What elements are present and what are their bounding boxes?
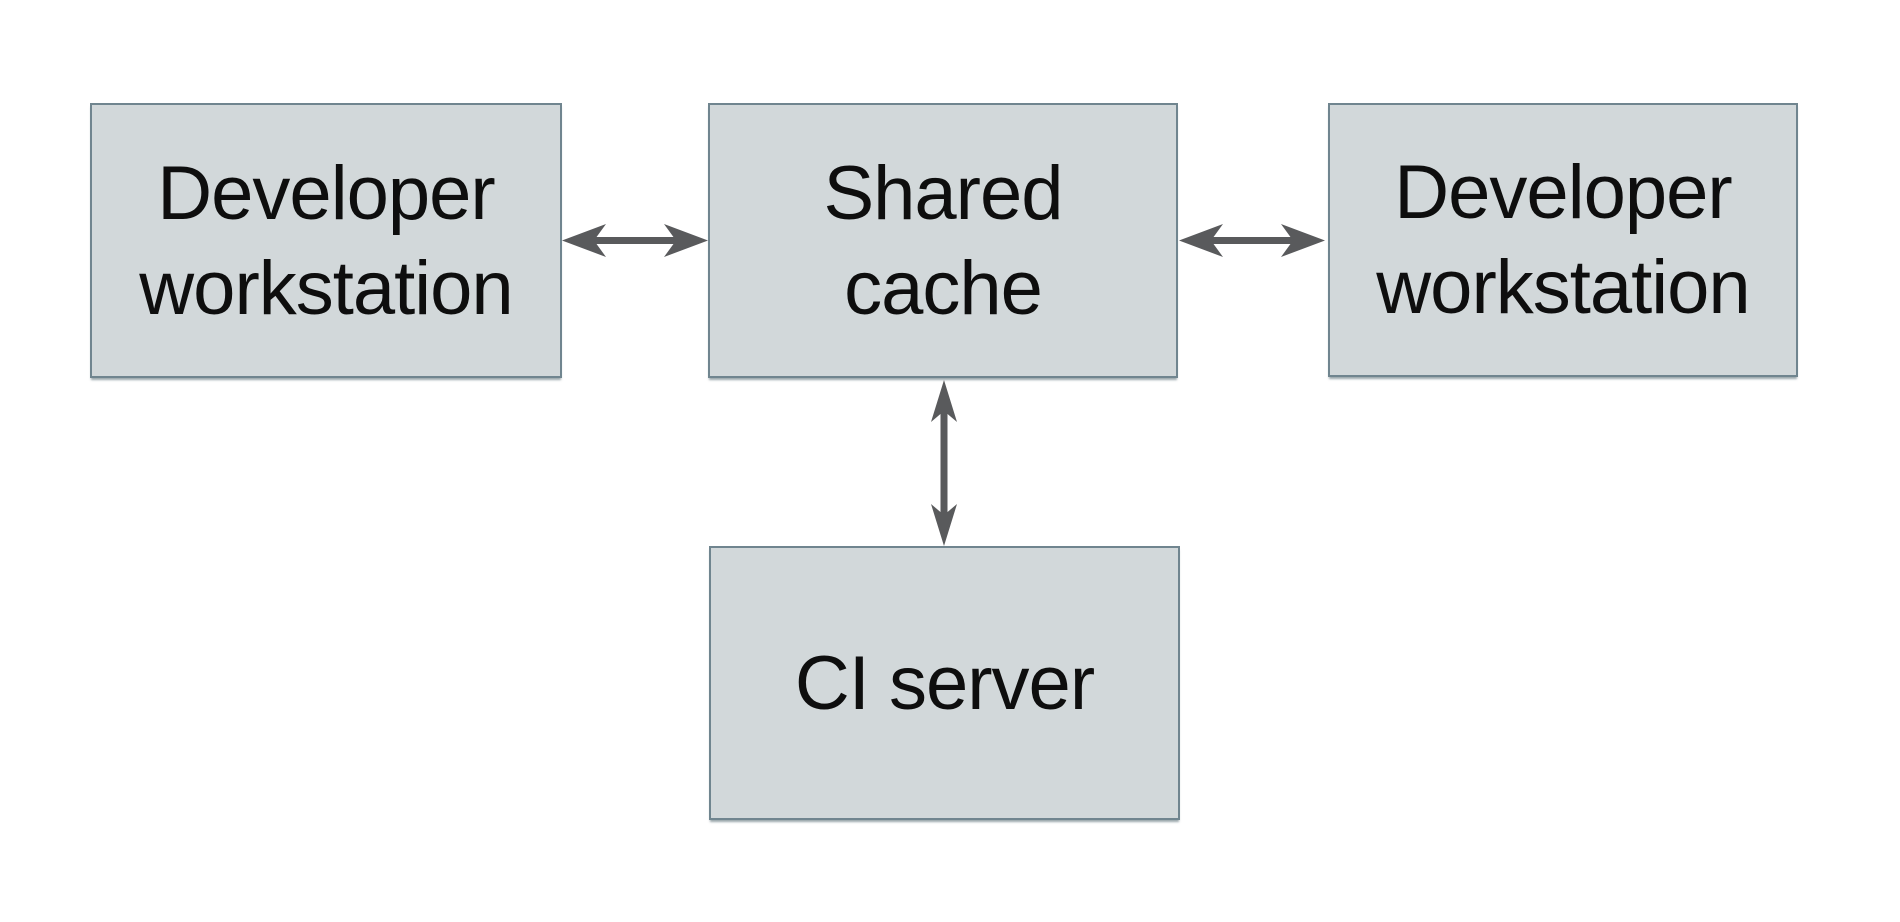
node-developer-workstation-right: Developer workstation xyxy=(1328,103,1798,377)
node-label: Developer workstation xyxy=(139,150,513,331)
node-label: CI server xyxy=(794,640,1095,726)
node-shared-cache: Shared cache xyxy=(708,103,1178,378)
bidirectional-arrow-cache-ci xyxy=(931,380,957,546)
bidirectional-arrow-left-cache xyxy=(562,224,708,257)
node-ci-server: CI server xyxy=(709,546,1180,820)
node-developer-workstation-left: Developer workstation xyxy=(90,103,562,378)
node-label: Developer workstation xyxy=(1376,150,1750,330)
bidirectional-arrow-cache-right xyxy=(1179,224,1325,257)
node-label: Shared cache xyxy=(823,150,1063,331)
